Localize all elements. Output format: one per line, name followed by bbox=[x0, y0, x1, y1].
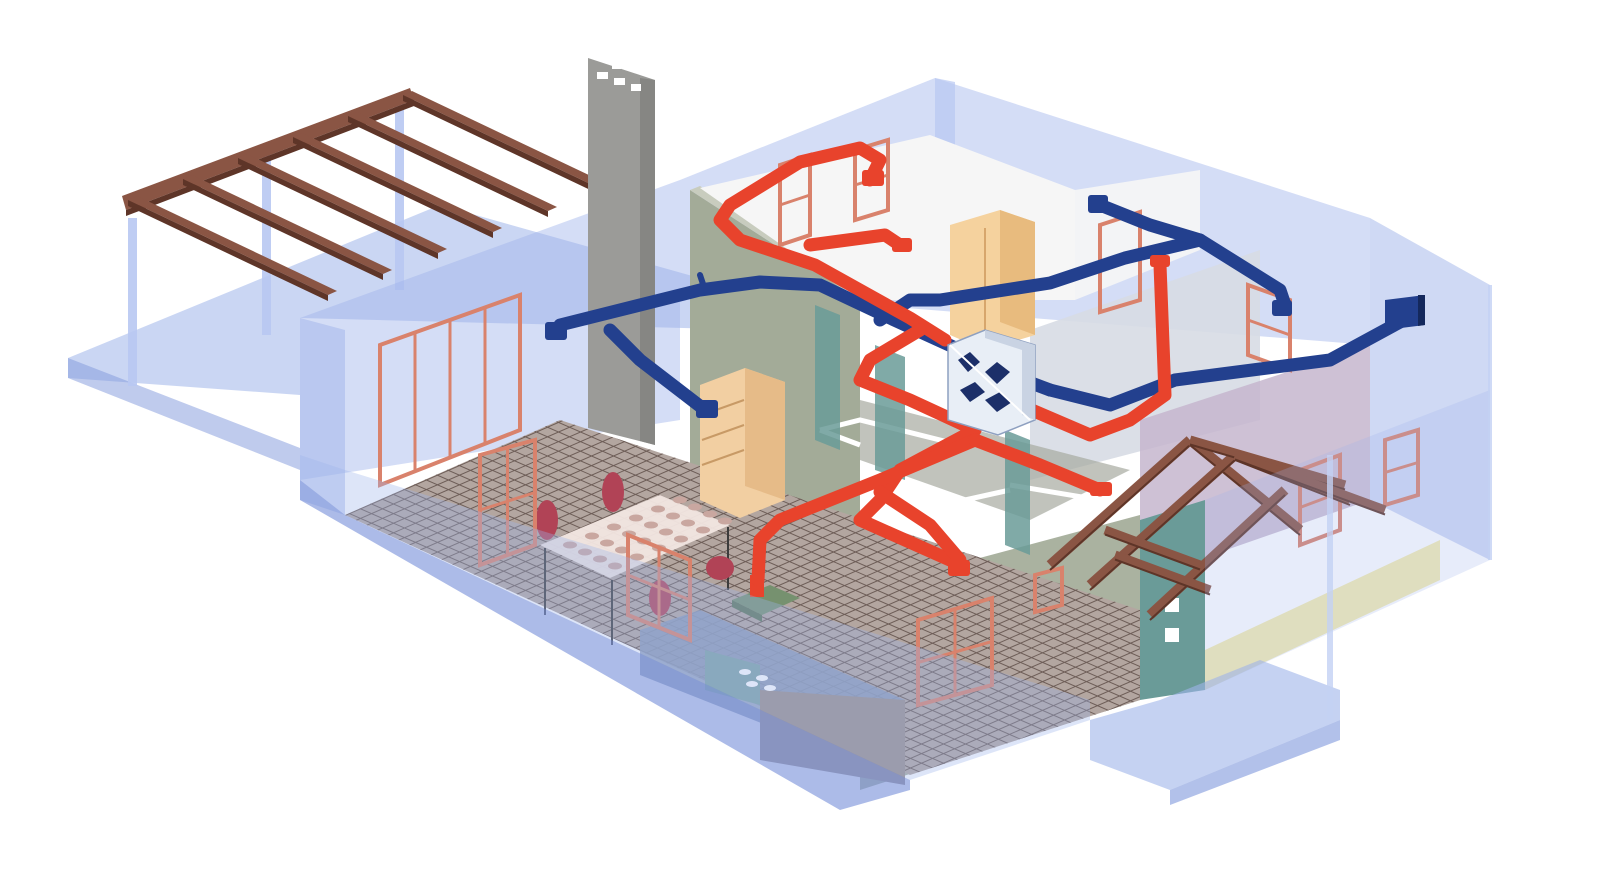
table-pattern-dot bbox=[651, 505, 665, 513]
table-pattern-dot bbox=[600, 539, 614, 547]
terrace-slab bbox=[68, 205, 760, 470]
table-pattern-dot bbox=[718, 517, 732, 525]
pergola-icon bbox=[122, 88, 612, 386]
roof-truss-beam-edge bbox=[1149, 494, 1286, 621]
table-pattern-dot bbox=[703, 510, 717, 518]
roof-truss-beam bbox=[1113, 550, 1212, 595]
roof-truss-beam-edge bbox=[1189, 444, 1301, 536]
bookshelf-icon bbox=[700, 368, 785, 518]
roof-truss-beam bbox=[1233, 450, 1387, 515]
roof-truss-beam bbox=[1046, 436, 1194, 569]
roof-truss-beam-edge bbox=[1089, 459, 1236, 591]
pergola-rafter bbox=[183, 175, 392, 274]
table-pattern-dot bbox=[674, 535, 688, 543]
roof-truss-beam bbox=[1103, 525, 1202, 570]
wardrobe-icon bbox=[950, 210, 1035, 350]
roof-truss-beam bbox=[1186, 436, 1304, 534]
table-pattern-dot bbox=[659, 528, 673, 536]
window-icon bbox=[626, 532, 692, 643]
pergola-rafter-side bbox=[403, 95, 603, 196]
window-icon bbox=[378, 292, 522, 488]
table-pattern-dot bbox=[666, 512, 680, 520]
extract-duct-icon bbox=[545, 195, 1425, 418]
supply-duct-icon bbox=[713, 141, 1172, 587]
house-shell-front bbox=[300, 285, 1492, 810]
pergola-rafter bbox=[128, 196, 337, 295]
table-pattern-dot bbox=[644, 521, 658, 529]
window-icon bbox=[1383, 427, 1420, 508]
pergola-rafter bbox=[238, 154, 447, 253]
pergola-rafter-side bbox=[128, 200, 328, 301]
table-pattern-dot bbox=[688, 503, 702, 511]
roof-truss-beam bbox=[1086, 451, 1239, 589]
table-pattern-dot bbox=[607, 523, 621, 531]
pergola-rafter-side bbox=[238, 158, 438, 259]
pergola-rafter-side bbox=[183, 179, 383, 280]
table-pattern-dot bbox=[593, 555, 607, 563]
pergola-rafter-side bbox=[293, 137, 493, 238]
table-pattern-dot bbox=[585, 532, 599, 540]
roof-truss-beam-edge bbox=[1104, 533, 1201, 571]
table-pattern-dot bbox=[629, 514, 643, 522]
window-icon bbox=[916, 595, 994, 708]
roof-truss-beam-edge bbox=[1049, 444, 1191, 571]
table-pattern-dot bbox=[696, 526, 710, 534]
table-pattern-dot bbox=[630, 553, 644, 561]
window-icon bbox=[1033, 565, 1064, 615]
table-pattern-dot bbox=[681, 519, 695, 527]
chimney-icon bbox=[588, 58, 655, 445]
pergola-rafter-side bbox=[348, 116, 548, 217]
pergola-rafter bbox=[293, 133, 502, 232]
stove-icon bbox=[739, 669, 776, 691]
table-pattern-dot bbox=[608, 562, 622, 570]
table-pattern-dot bbox=[615, 546, 629, 554]
table-pattern-dot bbox=[578, 548, 592, 556]
roof-truss-beam bbox=[1146, 486, 1289, 619]
roof-truss-beam-edge bbox=[1234, 458, 1386, 516]
table-pattern-dot bbox=[673, 496, 687, 504]
window-icon bbox=[478, 437, 537, 568]
heat-recovery-ventilation-unit-icon bbox=[947, 329, 1036, 436]
pergola-rafter bbox=[348, 112, 557, 211]
table-pattern-dot bbox=[563, 541, 577, 549]
pergola-rafter bbox=[403, 91, 612, 190]
roof-truss-beam-edge bbox=[1114, 558, 1211, 596]
